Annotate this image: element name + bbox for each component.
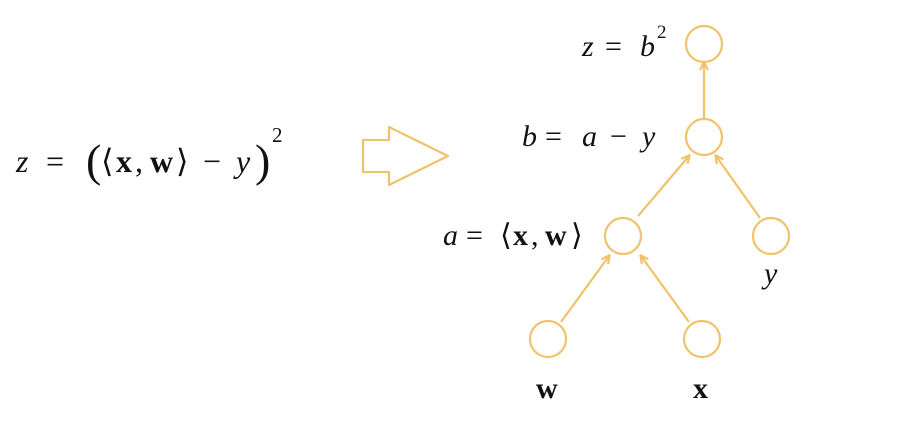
formula-w: w — [150, 143, 173, 179]
label-a-var: a — [443, 219, 458, 252]
formula-equals: = — [46, 143, 64, 179]
label-z: z = b 2 — [581, 22, 667, 63]
label-x: x — [693, 372, 708, 405]
graph-nodes — [528, 24, 791, 359]
node-w — [528, 319, 568, 359]
node-a — [603, 216, 643, 256]
right-arrow-icon — [361, 125, 450, 187]
label-z-sup: 2 — [657, 22, 667, 43]
node-x — [682, 319, 722, 359]
formula-lhs: z — [15, 143, 29, 179]
node-y — [751, 216, 791, 256]
graph-edges — [560, 63, 761, 323]
formula-x: x — [116, 143, 132, 179]
label-w: w — [536, 372, 558, 405]
formula-open-angle: ⟨ — [101, 143, 113, 179]
formula-close-paren: ) — [255, 135, 270, 186]
label-b-var: b — [522, 120, 537, 153]
label-a: a = ⟨ x , w ⟩ — [443, 219, 583, 252]
edge-x-to-a — [641, 256, 690, 323]
label-z-var: z — [581, 30, 594, 63]
formula-open-paren: ( — [86, 135, 101, 186]
label-a-comma: , — [531, 219, 539, 252]
label-a-equals: = — [466, 219, 483, 252]
edge-y-to-b — [716, 156, 761, 219]
label-a-open-angle: ⟨ — [500, 219, 512, 252]
node-z — [684, 24, 724, 64]
label-b-a: a — [582, 120, 597, 153]
label-z-rhs: b — [640, 30, 655, 63]
edge-w-to-a — [560, 256, 609, 323]
formula-comma: , — [135, 143, 143, 179]
label-z-equals: = — [605, 30, 622, 63]
edge-a-to-b — [637, 156, 689, 217]
label-b: b = a − y — [522, 120, 656, 153]
label-b-y: y — [639, 120, 656, 153]
formula-power: 2 — [272, 123, 283, 147]
label-a-close-angle: ⟩ — [571, 219, 583, 252]
node-b — [684, 117, 724, 157]
label-b-minus: − — [610, 120, 627, 153]
label-b-equals: = — [545, 120, 562, 153]
formula: z = ( ⟨ x , w ⟩ − y ) 2 — [15, 123, 283, 186]
label-a-w: w — [545, 219, 567, 252]
formula-close-angle: ⟩ — [176, 143, 188, 179]
formula-y: y — [233, 143, 251, 179]
label-a-x: x — [513, 219, 528, 252]
formula-minus: − — [203, 143, 221, 179]
label-y: y — [761, 257, 778, 290]
